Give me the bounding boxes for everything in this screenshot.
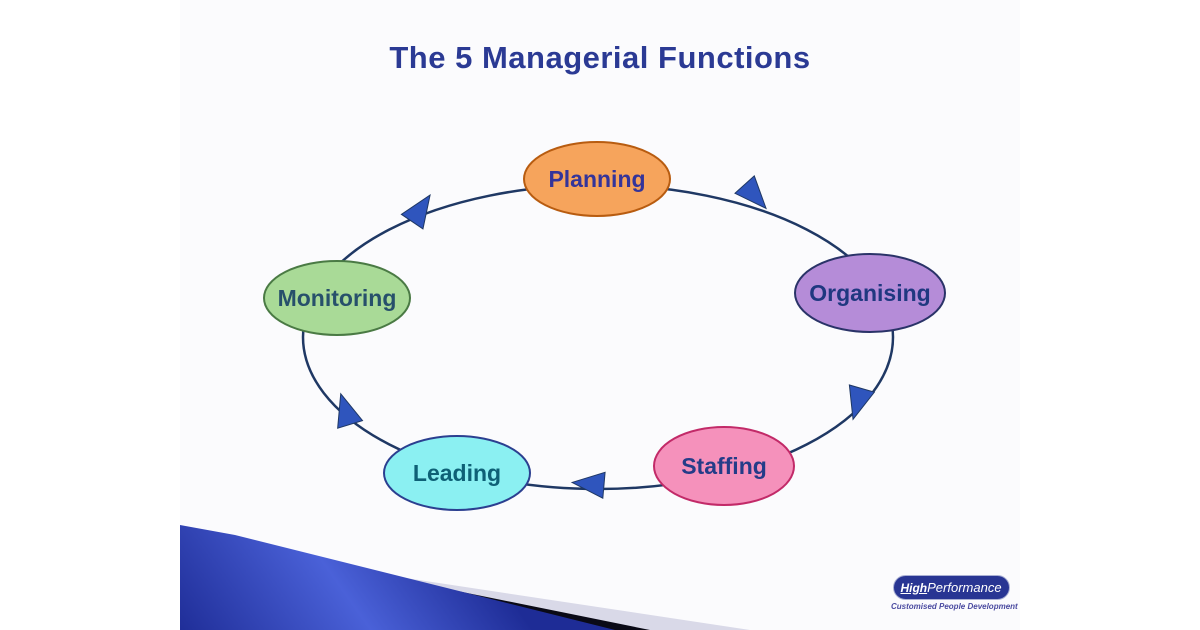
- arrow-top-left-icon: [400, 193, 431, 230]
- node-leading: Leading: [383, 435, 531, 511]
- swoosh-blue-wedge: [180, 525, 615, 630]
- brand-logo-tagline: Customised People Development: [891, 602, 1018, 611]
- arrow-bottom-icon: [570, 471, 606, 499]
- node-organising-shape: [794, 253, 946, 333]
- cycle-diagram: Planning Organising Staffing Leading Mon…: [180, 141, 946, 630]
- node-planning-label: Planning: [548, 166, 645, 192]
- arrow-right-icon: [848, 384, 876, 421]
- cycle-arrows: [337, 175, 876, 499]
- brand-logo-performance-text: Performance: [927, 580, 1002, 595]
- slide: The 5 Managerial Functions: [180, 0, 1020, 630]
- node-leading-label: Leading: [413, 460, 501, 486]
- node-monitoring: Monitoring: [263, 260, 411, 336]
- slide-title: The 5 Managerial Functions: [389, 40, 811, 75]
- node-staffing-shape: [653, 426, 795, 506]
- node-staffing-label: Staffing: [681, 453, 767, 479]
- node-organising: Organising: [794, 253, 946, 333]
- arrow-top-right-icon: [734, 175, 767, 210]
- brand-logo-high-text: High: [900, 580, 928, 595]
- node-staffing: Staffing: [653, 426, 795, 506]
- node-planning: Planning: [523, 141, 671, 217]
- cycle-connector-ring: [301, 183, 895, 491]
- node-monitoring-label: Monitoring: [278, 285, 397, 311]
- arrow-left-icon: [337, 392, 364, 429]
- node-leading-shape: [383, 435, 531, 511]
- footer-swoosh: [180, 525, 750, 630]
- node-monitoring-shape: [263, 260, 411, 336]
- node-planning-shape: [523, 141, 671, 217]
- node-organising-label: Organising: [809, 280, 930, 306]
